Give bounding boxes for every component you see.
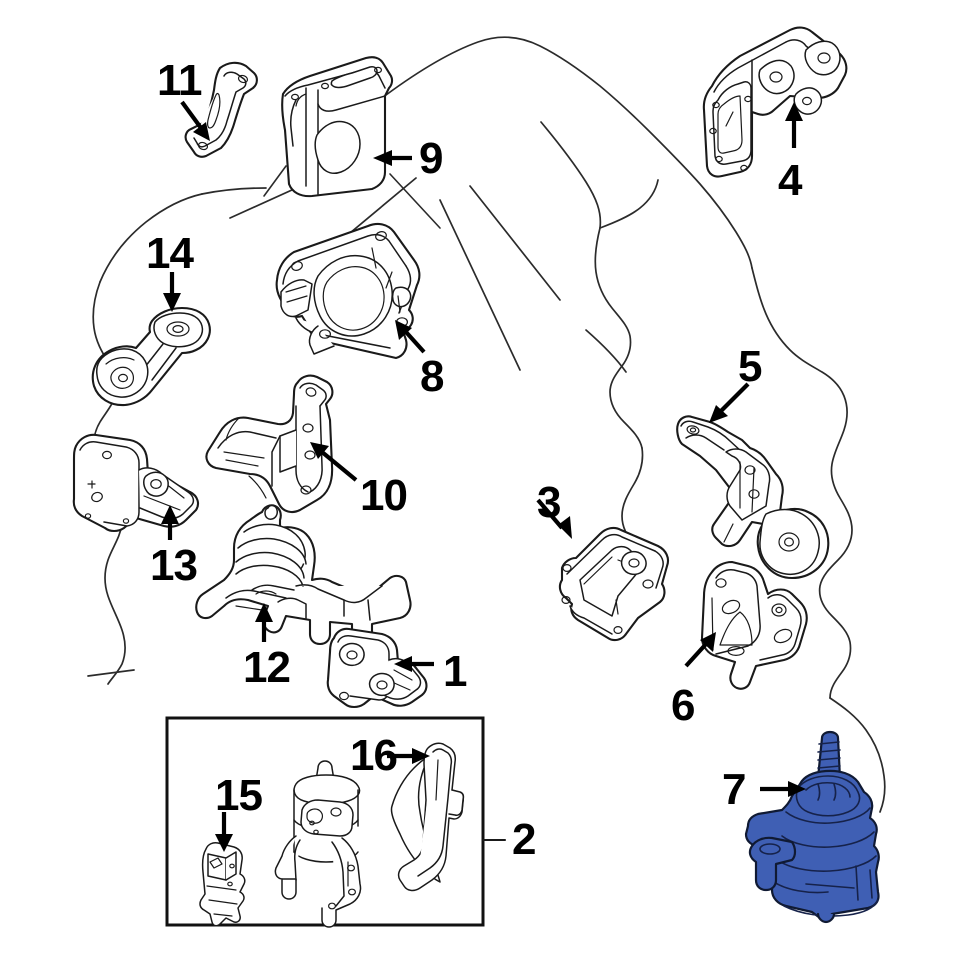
part-4-engine-mounting-bracket-rear[interactable]	[702, 26, 848, 178]
arrow-10	[310, 442, 358, 482]
callout-label-9[interactable]: 9	[419, 134, 444, 183]
part-16-mount-bracket-stay-strip[interactable]	[390, 742, 465, 892]
part-12-engine-mount-insulator-rear[interactable]	[195, 504, 412, 646]
callout-label-13[interactable]: 13	[150, 541, 198, 590]
arrow-9	[373, 150, 412, 166]
part-1-engine-mount-bracket-front[interactable]	[326, 627, 428, 709]
part-14-torque-rod-link[interactable]	[91, 306, 211, 407]
arrow-13	[161, 505, 179, 540]
inset-mount-insulator-assembly	[274, 760, 362, 928]
callout-label-8[interactable]: 8	[420, 352, 445, 401]
callout-label-15[interactable]: 15	[215, 771, 263, 820]
arrow-14	[163, 272, 181, 312]
callout-label-1[interactable]: 1	[443, 647, 468, 696]
callout-label-4[interactable]: 4	[778, 156, 803, 205]
arrow-8	[395, 320, 426, 354]
arrow-12	[255, 603, 273, 642]
callout-label-12[interactable]: 12	[243, 643, 291, 692]
callout-label-16[interactable]: 16	[350, 731, 398, 780]
part-8-transmission-mount-housing[interactable]	[275, 222, 421, 360]
inset-assembly-box[interactable]	[165, 716, 507, 928]
callout-label-14[interactable]: 14	[146, 229, 194, 278]
part-3-engine-mounting-bracket-right[interactable]	[558, 526, 670, 642]
part-9-engine-mount-stay-cover[interactable]	[281, 56, 394, 198]
leader-lines	[263, 165, 441, 229]
arrow-6	[684, 632, 716, 668]
part-5-torque-rod-upper[interactable]	[676, 415, 830, 580]
arrow-5	[709, 382, 750, 423]
arrow-3	[536, 498, 572, 539]
arrow-16	[387, 748, 430, 764]
callout-label-3[interactable]: 3	[537, 478, 562, 527]
arrow-1	[394, 656, 434, 672]
callout-label-6[interactable]: 6	[671, 681, 696, 730]
callout-label-7[interactable]: 7	[722, 765, 747, 814]
arrow-4	[785, 102, 803, 148]
part-7-engine-mount-insulator-front-highlighted[interactable]	[744, 730, 880, 924]
arrow-11	[180, 100, 210, 141]
callout-label-2[interactable]: 2	[512, 815, 537, 864]
callout-arrows	[161, 100, 806, 852]
part-6-engine-mount-insulator-bracket[interactable]	[700, 560, 808, 690]
arrow-7	[760, 781, 806, 797]
part-13-engine-mount-bracket-left[interactable]	[72, 433, 200, 533]
callout-label-10[interactable]: 10	[360, 471, 408, 520]
callout-label-11[interactable]: 11	[157, 56, 203, 105]
arrow-15	[215, 812, 233, 852]
part-15-mount-stopper-clip[interactable]	[199, 842, 246, 927]
callout-label-5[interactable]: 5	[738, 342, 763, 391]
